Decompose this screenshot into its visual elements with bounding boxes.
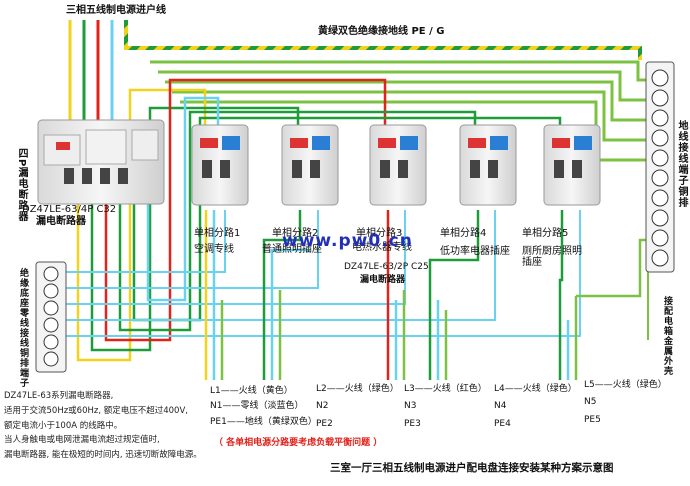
legend-5-neutral: N5 xyxy=(584,397,597,408)
legend-2-pe: PE2 xyxy=(316,418,333,429)
branch-breaker-4 xyxy=(459,124,517,206)
branch-breaker-5 xyxy=(543,124,601,206)
branch-4-desc: 低功率电器插座 xyxy=(440,245,510,257)
branch-4-title: 单相分路4 xyxy=(440,228,487,239)
load-balance-warning: （ 各单相电源分路要考虑负载平衡问题 ） xyxy=(214,438,383,448)
branch-breaker-1 xyxy=(191,124,249,206)
legend-column-1: L1——火线（黄色） N1——零线（淡蓝色） PE1——地线（黄绿双色） xyxy=(210,386,317,427)
branch-breaker-2 xyxy=(281,124,339,206)
source-label: 三相五线制电源进户线 xyxy=(66,5,166,16)
legend-3-pe: PE3 xyxy=(404,418,421,429)
branch-1-title: 单相分路1 xyxy=(194,228,241,239)
main-breaker-model: DZ47LE-63/4P C32 xyxy=(22,204,117,215)
branch-breaker-model: DZ47LE-63/2P C25 xyxy=(344,262,429,272)
legend-4-pe: PE4 xyxy=(494,418,511,429)
main-4p-breaker xyxy=(37,119,165,205)
main-breaker-name: 漏电断路器 xyxy=(36,216,86,227)
diagram-caption: 三室一厅三相五线制电源进户配电盘连接安装某种方案示意图 xyxy=(330,462,614,474)
watermark: www.pw0.cn xyxy=(282,231,413,251)
outgoing-wires xyxy=(204,210,648,380)
legend-column-3: L3——火线（红色） N3 PE3 xyxy=(404,384,487,429)
incoming-source-wires xyxy=(68,20,642,130)
legend-1-neutral: N1——零线（淡蓝色） xyxy=(210,401,304,412)
neutral-terminal-bar xyxy=(35,261,67,373)
note-line-5: 漏电断路器, 能在极短的时间内, 迅速切断故障电源。 xyxy=(4,450,202,461)
note-line-3: 额定电流小于100A 的线路中。 xyxy=(4,420,123,431)
branch-5-desc: 厕所厨房照明插座 xyxy=(522,245,582,269)
legend-2-neutral: N2 xyxy=(316,401,329,412)
branch-2-title: 单相分路2 xyxy=(272,228,319,239)
legend-3-neutral: N3 xyxy=(404,401,417,412)
branch-3-title: 单相分路3 xyxy=(356,228,403,239)
ground-terminal-label: 地线接线端子铜排 xyxy=(676,120,687,208)
note-line-2: 适用于交流50Hz或60Hz, 额定电压不超过400V, xyxy=(4,405,188,416)
pe-line-label: 黄绿双色绝缘接地线 PE / G xyxy=(318,26,445,37)
branch-1-label: 单相分路1 空调专线 xyxy=(194,228,240,255)
ground-terminal-bar xyxy=(645,61,675,273)
legend-4-neutral: N4 xyxy=(494,401,507,412)
legend-3-live: L3——火线（红色） xyxy=(404,384,487,394)
branch-3-label: 单相分路3 电热水器专线 xyxy=(352,228,412,253)
legend-1-live: L1——火线（黄色） xyxy=(210,386,293,396)
neutral-terminal-label: 绝缘底座零线接线铜排端子 xyxy=(18,268,28,388)
legend-5-live: L5——火线（绿色） xyxy=(584,380,667,390)
branch-5-title: 单相分路5 xyxy=(522,228,569,239)
main-breaker-side-label: 四P漏电断路器 xyxy=(16,148,27,223)
legend-column-2: L2——火线（绿色） N2 PE2 xyxy=(316,384,399,429)
legend-2-live: L2——火线（绿色） xyxy=(316,384,399,394)
branch-4-label: 单相分路4 低功率电器插座 xyxy=(440,228,510,257)
branch-breaker-name: 漏电断路器 xyxy=(360,275,406,285)
note-line-4: 当人身触电或电网泄漏电流超过规定值时, xyxy=(4,435,160,446)
legend-column-5: L5——火线（绿色） N5 PE5 xyxy=(584,380,667,425)
notes-block: DZ47LE-63系列漏电断路器, 适用于交流50Hz或60Hz, 额定电压不超… xyxy=(4,391,202,461)
branch-5-label: 单相分路5 厕所厨房照明插座 xyxy=(522,228,582,269)
legend-5-pe: PE5 xyxy=(584,414,601,425)
branch-2-label: 单相分路2 普通照明插座 xyxy=(262,228,322,255)
feeder-wires xyxy=(76,78,562,362)
pe-bus-wires xyxy=(150,60,649,340)
legend-1-pe: PE1——地线（黄绿双色） xyxy=(210,416,317,427)
branch-3-desc: 电热水器专线 xyxy=(352,241,412,253)
enclosure-label: 接配电箱金属外壳 xyxy=(662,296,672,376)
legend-column-4: L4——火线（绿色） N4 PE4 xyxy=(494,384,577,429)
note-line-1: DZ47LE-63系列漏电断路器, xyxy=(4,391,114,401)
branch-breaker-3 xyxy=(369,124,427,206)
legend-4-live: L4——火线（绿色） xyxy=(494,384,577,394)
branch-1-desc: 空调专线 xyxy=(194,243,234,255)
branch-2-desc: 普通照明插座 xyxy=(262,243,322,255)
